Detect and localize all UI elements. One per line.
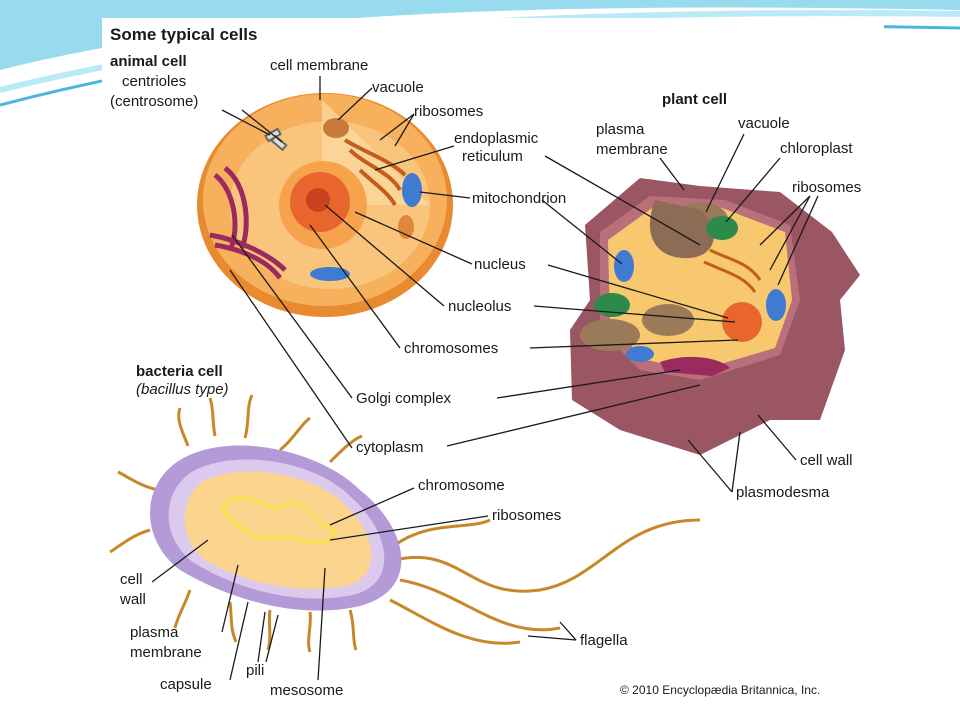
label-er-1: endoplasmic [454, 130, 539, 147]
label-chromosome-bacteria: chromosome [418, 477, 505, 494]
label-ribosomes-plant: ribosomes [792, 179, 861, 196]
mitochondrion-shape [402, 173, 422, 207]
label-plasma-bacteria-1: plasma [130, 624, 179, 641]
label-nucleolus: nucleolus [448, 298, 511, 315]
label-cytoplasm: cytoplasm [356, 439, 424, 456]
label-nucleus: nucleus [474, 256, 526, 273]
label-cell-wall-bacteria-2: wall [119, 591, 146, 608]
label-er-2: reticulum [462, 148, 523, 165]
vacuole-shape [323, 118, 349, 138]
copyright-notice: © 2010 Encyclopædia Britannica, Inc. [620, 683, 820, 697]
label-chromosomes: chromosomes [404, 340, 498, 357]
label-cell-wall-bacteria-1: cell [120, 571, 143, 588]
label-cell-wall-plant: cell wall [800, 452, 853, 469]
golgi-shape [209, 165, 287, 280]
label-flagella: flagella [580, 632, 628, 649]
label-plasma-plant-2: membrane [596, 141, 668, 158]
label-cell-membrane: cell membrane [270, 57, 368, 74]
plant-cell [570, 178, 860, 455]
label-pili: pili [246, 662, 264, 679]
label-vacuole-animal: vacuole [372, 79, 424, 96]
bacteria-chromosome-shape [222, 496, 337, 545]
bacteria-cell [109, 394, 701, 653]
label-ribosomes-animal: ribosomes [414, 103, 483, 120]
label-capsule: capsule [160, 676, 212, 693]
bacteria-cell-heading: bacteria cell [136, 363, 223, 380]
label-ribosomes-bacteria: ribosomes [492, 507, 561, 524]
plant-nucleus-shape [722, 302, 762, 342]
animal-cell-heading: animal cell [110, 53, 187, 70]
label-plasmodesma: plasmodesma [736, 484, 830, 501]
label-centrosome: (centrosome) [110, 93, 198, 110]
flagella-shapes [389, 518, 701, 645]
label-mesosome: mesosome [270, 682, 343, 699]
bacteria-cell-subheading: (bacillus type) [136, 381, 229, 398]
leader-lines [151, 76, 819, 681]
label-chloroplast: chloroplast [780, 140, 853, 157]
label-plasma-bacteria-2: membrane [130, 644, 202, 661]
figure-title: Some typical cells [110, 25, 257, 44]
plant-cell-heading: plant cell [662, 91, 727, 108]
chloroplast-shape [706, 216, 738, 240]
label-mitochondrion: mitochondrion [472, 190, 566, 207]
label-golgi: Golgi complex [356, 390, 452, 407]
pili-shapes [109, 394, 363, 653]
label-plasma-plant-1: plasma [596, 121, 645, 138]
label-centrioles: centrioles [122, 73, 186, 90]
nucleolus-shape [306, 188, 330, 212]
label-vacuole-plant: vacuole [738, 115, 790, 132]
